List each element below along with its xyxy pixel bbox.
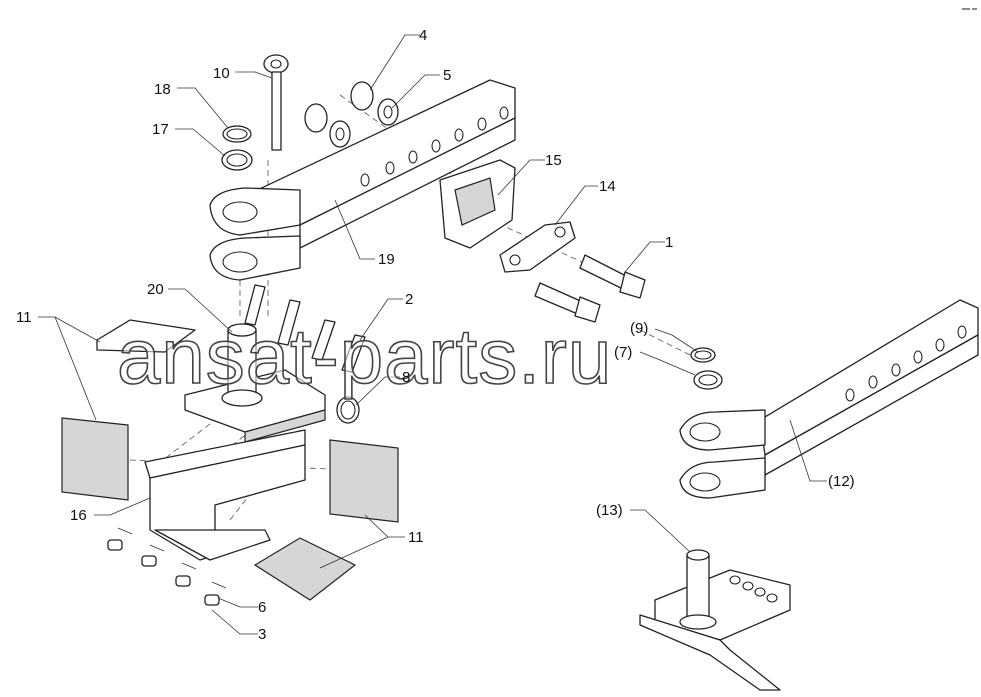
bolts-2: [244, 284, 366, 373]
clamp-14: [499, 221, 576, 273]
callout-8: 8: [402, 369, 410, 386]
callout-labels: 4 5 10 18 17 15 14 1 19 20 2 11 (9) (7) …: [16, 27, 855, 643]
channel-frame-16: [144, 429, 306, 561]
callout-18: 18: [154, 81, 171, 98]
watermark-text: ansat-parts.ru: [117, 312, 612, 400]
callout-6: 6: [258, 599, 266, 616]
callout-16: 16: [70, 507, 87, 524]
dowels-and-pins: [107, 527, 227, 606]
callout-2: 2: [405, 291, 413, 308]
bushings-and-washers: [304, 81, 399, 148]
callout-7: (7): [614, 344, 632, 361]
clamp-15: [439, 159, 516, 249]
callout-15: 15: [545, 152, 562, 169]
ring-8: [336, 396, 360, 424]
base-assembly-13: [639, 549, 791, 691]
callout-11-left: 11: [16, 309, 32, 326]
callout-20: 20: [147, 281, 164, 298]
pin-10: [263, 54, 289, 151]
callout-11-right: 11: [408, 529, 424, 546]
bolts-1: [534, 254, 646, 323]
callout-13: (13): [596, 502, 623, 519]
callout-5: 5: [443, 67, 451, 84]
leader-lines: [38, 34, 827, 635]
circlip-and-ring: [221, 125, 253, 171]
base-plate-20: [184, 323, 326, 443]
callout-19: 19: [378, 251, 395, 268]
callout-1: 1: [665, 234, 673, 251]
pads-11: [61, 319, 399, 601]
callout-4: 4: [419, 27, 427, 44]
drawbar-lower-right: [679, 299, 979, 499]
rings-7-9: [690, 347, 723, 390]
callout-12: (12): [828, 473, 855, 490]
callout-3: 3: [258, 626, 266, 643]
drawbar-upper: [209, 79, 516, 281]
callout-9: (9): [630, 320, 648, 337]
callout-17: 17: [152, 121, 169, 138]
callout-10: 10: [213, 65, 230, 82]
callout-14: 14: [599, 178, 616, 195]
